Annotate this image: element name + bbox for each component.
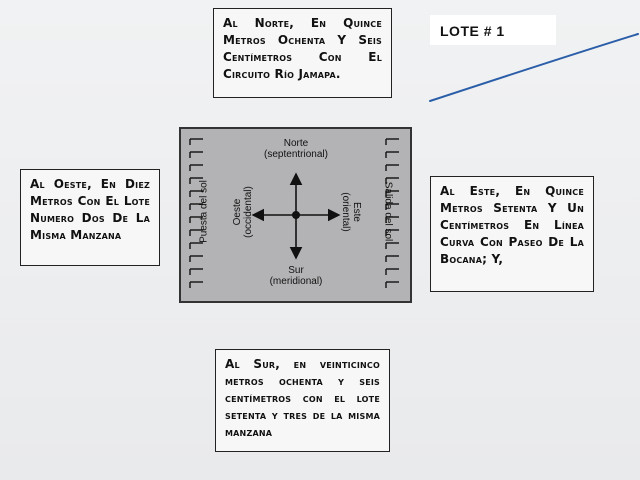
west-boundary-box: Al Oeste, En Diez Metros Con El Lote Num…: [20, 169, 160, 266]
south-label: Sur (meridional): [251, 265, 341, 287]
north-sub-text: (septentrional): [264, 149, 328, 160]
lote-title: LOTE # 1: [430, 15, 556, 45]
west-label: Oeste (occidental): [232, 167, 256, 257]
east-arrows: [385, 138, 399, 288]
east-text: Este: [351, 201, 362, 222]
north-text: Norte: [283, 138, 309, 149]
compass-arrows: [189, 138, 399, 288]
west-text: Oeste: [232, 198, 243, 226]
north-label: Norte (septentrional): [251, 138, 341, 160]
south-text: Sur: [288, 265, 304, 276]
east-boundary-box: Al Este, En Quince Metros Setenta Y Un C…: [430, 176, 594, 292]
south-boundary-box: Al Sur, en veinticinco metros ochenta y …: [215, 349, 390, 452]
compass-diagram: Norte (septentrional) Sur (meridional) O…: [179, 127, 412, 303]
east-label: Este (oriental): [338, 167, 362, 257]
compass-center-dot: [292, 211, 300, 219]
north-boundary-box: Al Norte, En Quince Metros Ochenta Y Sei…: [213, 8, 392, 98]
cardinal-cross: [251, 172, 341, 260]
sunrise-label: Salida del sol: [382, 181, 394, 242]
west-arrows: [189, 138, 203, 288]
south-sub-text: (meridional): [269, 276, 323, 287]
sunset-label: Puesta del sol: [198, 180, 210, 243]
west-sub-text: (occidental): [243, 186, 254, 238]
east-sub-text: (oriental): [340, 192, 351, 232]
